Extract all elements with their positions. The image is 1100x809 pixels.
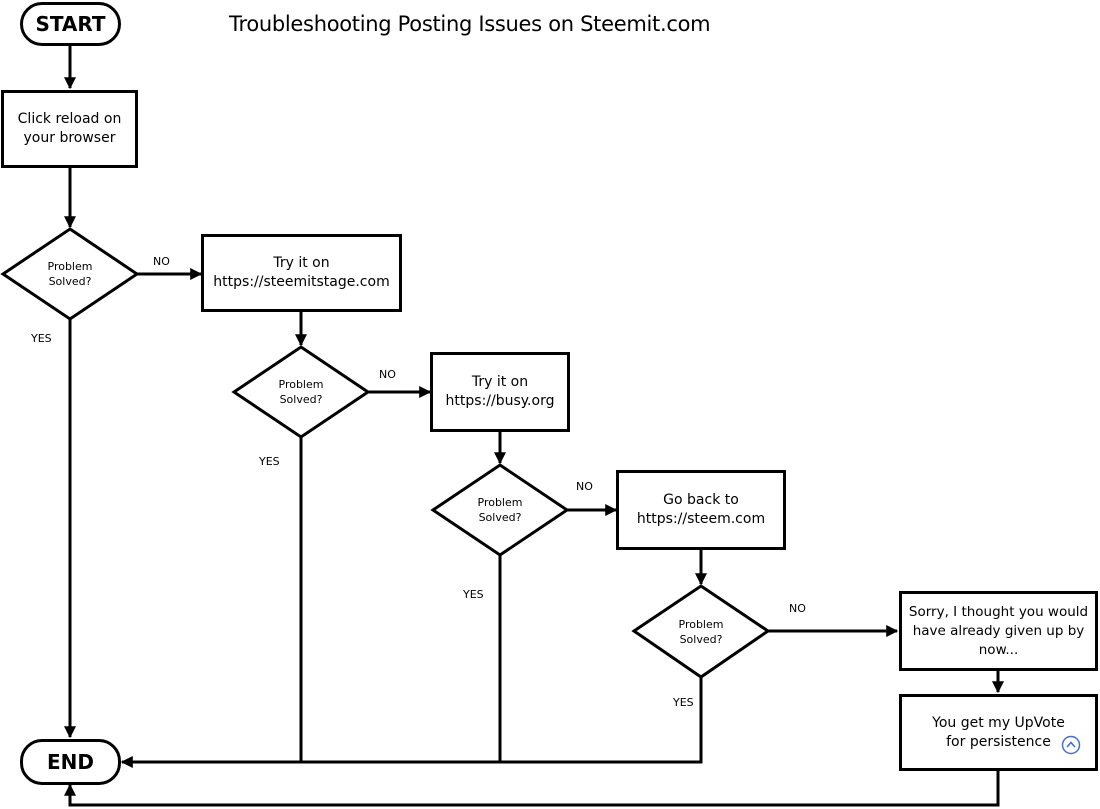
step-upvote-line-1: You get my UpVote (932, 714, 1065, 731)
decision-2-shape (231, 345, 371, 439)
decision-4-line-1: Problem (678, 618, 724, 631)
step-steemitstage-line-2: https://steemitstage.com (213, 274, 390, 290)
step-sorry-line-1: Sorry, I thought you would (908, 603, 1089, 620)
decision-3-line-1: Problem (477, 496, 523, 509)
step-upvote-line-2: for persistence (946, 733, 1051, 750)
step-steem-line-1: Go back to (663, 492, 739, 508)
yes-label-3: YES (463, 588, 484, 601)
step-busy-line-2: https://busy.org (445, 393, 555, 409)
edge-decision-4-yes (120, 677, 703, 768)
decision-3-label: Problem Solved? (460, 495, 540, 525)
step-try-steemitstage: Try it on https://steemitstage.com (201, 234, 402, 312)
no-label-3: NO (576, 480, 593, 493)
decision-1-line-1: Problem (47, 260, 93, 273)
step-reload-line-2: your browser (23, 130, 116, 146)
decision-4-line-2: Solved? (679, 633, 723, 646)
step-steemitstage-line-1: Try it on (273, 255, 330, 271)
decision-2-label: Problem Solved? (261, 377, 341, 407)
step-sorry-line-3: now... (978, 641, 1019, 658)
no-label-4: NO (789, 602, 806, 615)
end-node: END (20, 739, 121, 785)
decision-1-label: Problem Solved? (30, 259, 110, 289)
decision-4-label: Problem Solved? (661, 617, 741, 647)
step-reload-line-1: Click reload on (17, 111, 122, 127)
decision-2-line-2: Solved? (279, 393, 323, 406)
yes-label-1: YES (31, 332, 52, 345)
step-sorry-line-2: have already given up by (912, 622, 1085, 639)
decision-4-shape (631, 584, 771, 679)
step-go-back-steem: Go back to https://steem.com (616, 470, 786, 550)
yes-label-4: YES (673, 696, 694, 709)
step-steem-line-2: https://steem.com (636, 511, 766, 527)
decision-3-line-2: Solved? (478, 511, 522, 524)
no-label-1: NO (153, 255, 170, 268)
chevron-up-circle-icon[interactable] (1061, 735, 1081, 755)
edge-upvote-to-end (64, 771, 1000, 807)
step-reload-browser: Click reload on your browser (1, 90, 138, 168)
step-sorry-message: Sorry, I thought you would have already … (899, 591, 1098, 671)
start-node: START (20, 2, 121, 46)
step-upvote-persistence: You get my UpVote for persistence (899, 694, 1098, 771)
decision-2-line-1: Problem (278, 378, 324, 391)
step-busy-line-1: Try it on (471, 374, 529, 390)
yes-label-2: YES (259, 455, 280, 468)
page-title: Troubleshooting Posting Issues on Steemi… (229, 12, 711, 36)
step-try-busy: Try it on https://busy.org (430, 352, 570, 432)
decision-1-shape (0, 227, 140, 321)
decision-3-shape (430, 463, 570, 557)
decision-1-line-2: Solved? (48, 275, 92, 288)
no-label-2: NO (379, 368, 396, 381)
